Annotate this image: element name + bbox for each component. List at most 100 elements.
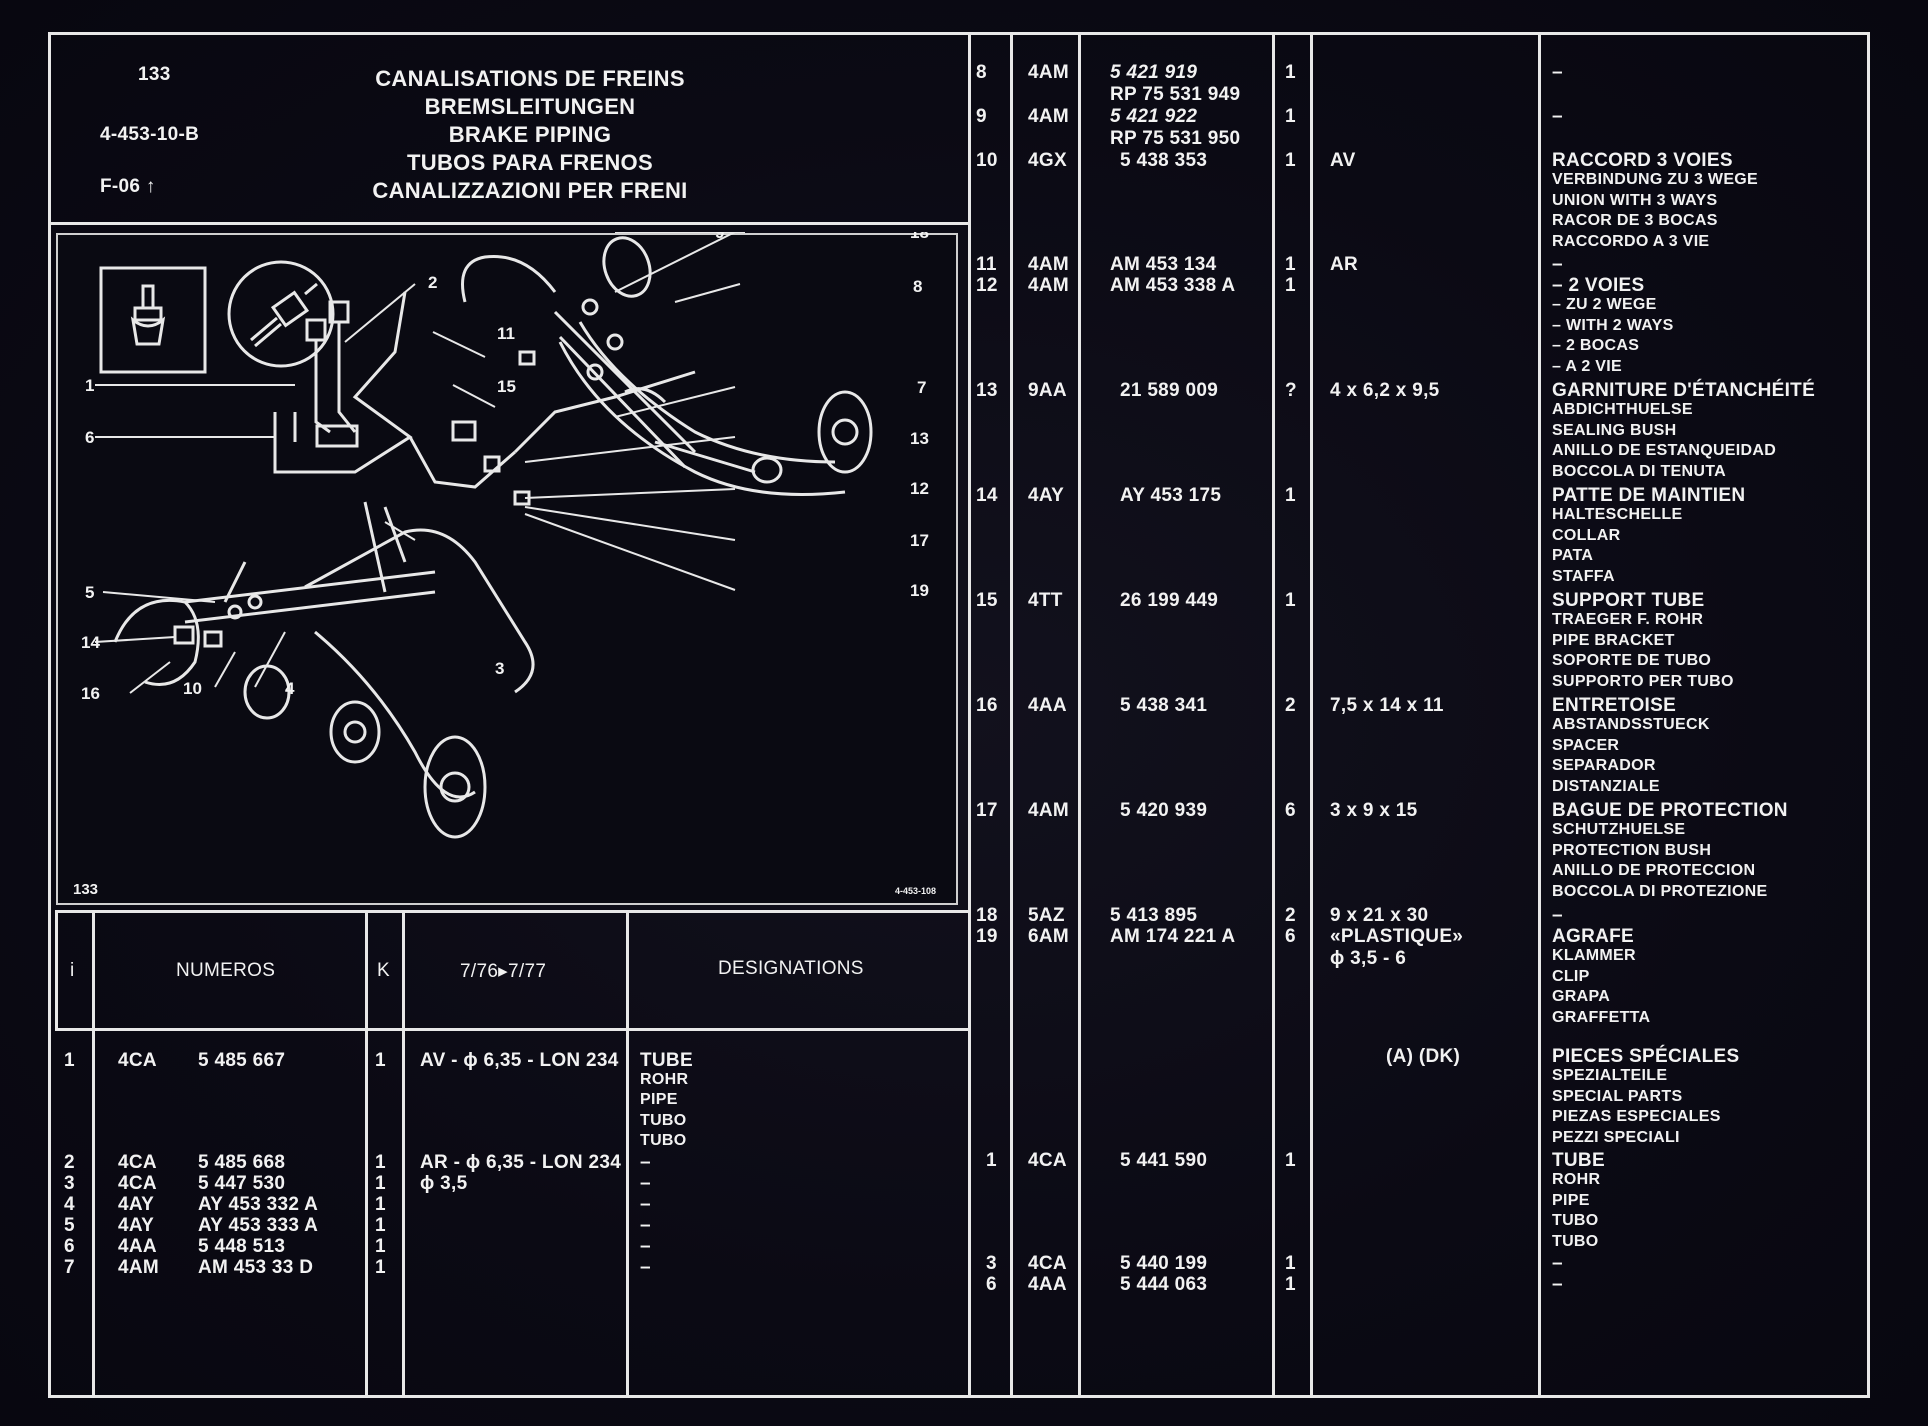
row-designation: PIPE bbox=[1552, 1191, 1590, 1209]
row-quantity: 2 bbox=[1285, 905, 1296, 926]
title-it: CANALIZZAZIONI PER FRENI bbox=[372, 178, 688, 203]
callout-13: 13 bbox=[910, 429, 929, 448]
row-part-number: AM 453 33 D bbox=[198, 1257, 314, 1278]
row-designation: BAGUE DE PROTECTION bbox=[1552, 800, 1788, 821]
fitting-detail-icon bbox=[250, 282, 318, 348]
title-block: CANALISATIONS DE FREINS BREMSLEITUNGEN B… bbox=[330, 66, 730, 204]
header-divider bbox=[48, 222, 970, 225]
outer-frame bbox=[48, 32, 1870, 1398]
row-designation: ROHR bbox=[640, 1070, 689, 1088]
callout-10: 10 bbox=[183, 679, 202, 698]
col-header-i: i bbox=[70, 960, 75, 981]
row-quantity: 1 bbox=[1285, 62, 1296, 83]
row-code: 4AM bbox=[118, 1257, 160, 1278]
row-quantity: 1 bbox=[375, 1257, 386, 1278]
right-col-sep-spec bbox=[1538, 32, 1541, 1398]
row-designation: SPACER bbox=[1552, 736, 1620, 754]
row-designation: – bbox=[640, 1194, 651, 1215]
diagram-border bbox=[56, 233, 958, 905]
row-designation: SOPORTE DE TUBO bbox=[1552, 652, 1712, 670]
col-sep-dates bbox=[626, 910, 629, 1398]
callout-1: 1 bbox=[85, 376, 94, 395]
row-part-number: 5 438 353 bbox=[1120, 150, 1208, 171]
rear-axle-drawing bbox=[461, 236, 873, 496]
arrow-up-icon: ↑ bbox=[145, 176, 156, 197]
row-designation: – A 2 VIE bbox=[1552, 358, 1622, 376]
row-designation: ABSTANDSSTUECK bbox=[1552, 715, 1710, 733]
special-designation: PEZZI SPECIALI bbox=[1552, 1129, 1680, 1147]
row-index: 11 bbox=[976, 254, 997, 275]
row-index: 3 bbox=[64, 1173, 75, 1194]
row-index: 19 bbox=[976, 926, 998, 947]
callout-19: 19 bbox=[910, 581, 929, 600]
callout-4: 4 bbox=[285, 679, 295, 698]
special-designation: PIEZAS ESPECIALES bbox=[1552, 1108, 1721, 1126]
row-designation: – bbox=[1552, 1253, 1563, 1274]
row-designation: SEPARADOR bbox=[1552, 757, 1656, 775]
callout-15: 15 bbox=[497, 377, 516, 396]
row-part-number: 21 589 009 bbox=[1120, 380, 1219, 401]
row-index: 17 bbox=[976, 800, 998, 821]
row-index: 16 bbox=[976, 695, 998, 716]
right-col-sep-i bbox=[1010, 32, 1013, 1398]
col-header-dates: 7/76▸7/77 bbox=[460, 961, 547, 982]
row-code: 5AZ bbox=[1028, 905, 1065, 926]
row-designation: DISTANZIALE bbox=[1552, 778, 1660, 796]
callout-14: 14 bbox=[81, 633, 100, 652]
row-quantity: 1 bbox=[1285, 590, 1296, 611]
row-index: 9 bbox=[976, 106, 987, 127]
row-designation: STAFFA bbox=[1552, 568, 1615, 586]
master-cylinder-drawing bbox=[273, 291, 696, 593]
row-spec: «PLASTIQUE» bbox=[1330, 926, 1464, 947]
row-spec: 4 x 6,2 x 9,5 bbox=[1330, 380, 1440, 401]
row-designation: SUPPORTO PER TUBO bbox=[1552, 673, 1734, 691]
callout-12: 12 bbox=[910, 479, 929, 498]
row-quantity: 1 bbox=[375, 1050, 386, 1071]
row-designation: – bbox=[1552, 905, 1563, 926]
row-designation: – bbox=[1552, 106, 1563, 127]
row-designation: CLIP bbox=[1552, 967, 1590, 985]
row-part-number: 5 485 667 bbox=[198, 1050, 286, 1071]
row-index: 12 bbox=[976, 275, 998, 296]
title-fr: CANALISATIONS DE FREINS bbox=[375, 66, 685, 91]
row-code: 4AA bbox=[1028, 1274, 1067, 1295]
diagram-page-mark: 133 bbox=[73, 881, 98, 898]
row-designation: – bbox=[640, 1173, 651, 1194]
row-designation: BOCCOLA DI TENUTA bbox=[1552, 463, 1726, 481]
row-part-number: AM 174 221 A bbox=[1110, 926, 1236, 947]
row-index: 14 bbox=[976, 485, 998, 506]
col-sep-k bbox=[402, 910, 405, 1398]
title-es: TUBOS PARA FRENOS bbox=[407, 150, 653, 175]
row-quantity: 6 bbox=[1285, 926, 1296, 947]
row-code: 9AA bbox=[1028, 380, 1067, 401]
row-part-number: 5 441 590 bbox=[1120, 1150, 1208, 1171]
row-code: 4AM bbox=[1028, 106, 1070, 127]
row-quantity: ? bbox=[1285, 380, 1297, 401]
row-designation: TUBE bbox=[640, 1050, 693, 1071]
row-code: 4CA bbox=[1028, 1253, 1067, 1274]
row-designation: PIPE bbox=[640, 1091, 678, 1108]
row-designation: BOCCOLA DI PROTEZIONE bbox=[1552, 883, 1768, 901]
row-part-number: 5 448 513 bbox=[198, 1236, 286, 1257]
row-spec: 3 x 9 x 15 bbox=[1330, 800, 1418, 821]
fittings-drawing bbox=[173, 298, 624, 648]
row-designation: TUBO bbox=[640, 1111, 687, 1129]
row-code: 4AY bbox=[118, 1194, 155, 1215]
row-index: 6 bbox=[986, 1274, 997, 1295]
row-spec-alt: ϕ 3,5 - 6 bbox=[1330, 948, 1407, 969]
row-designation: PIPE BRACKET bbox=[1552, 631, 1675, 649]
callout-11: 11 bbox=[497, 324, 515, 343]
catalog-ref: 4-453-10-B bbox=[100, 124, 200, 145]
row-designation: TUBO bbox=[1552, 1212, 1599, 1230]
row-part-number: AM 453 338 A bbox=[1110, 275, 1236, 296]
row-designation: TUBO bbox=[1552, 1233, 1599, 1251]
row-part-number: AY 453 333 A bbox=[198, 1215, 319, 1236]
page-number: 133 bbox=[138, 64, 171, 85]
row-code: 4CA bbox=[118, 1173, 157, 1194]
row-quantity: 1 bbox=[1285, 1253, 1296, 1274]
row-spec: AR - ϕ 6,35 - LON 234 bbox=[420, 1152, 622, 1173]
row-quantity: 1 bbox=[1285, 1150, 1296, 1171]
diagram-code: 4-453-108 bbox=[895, 886, 936, 896]
row-quantity: 2 bbox=[1285, 695, 1296, 716]
row-index: 1 bbox=[986, 1150, 997, 1171]
